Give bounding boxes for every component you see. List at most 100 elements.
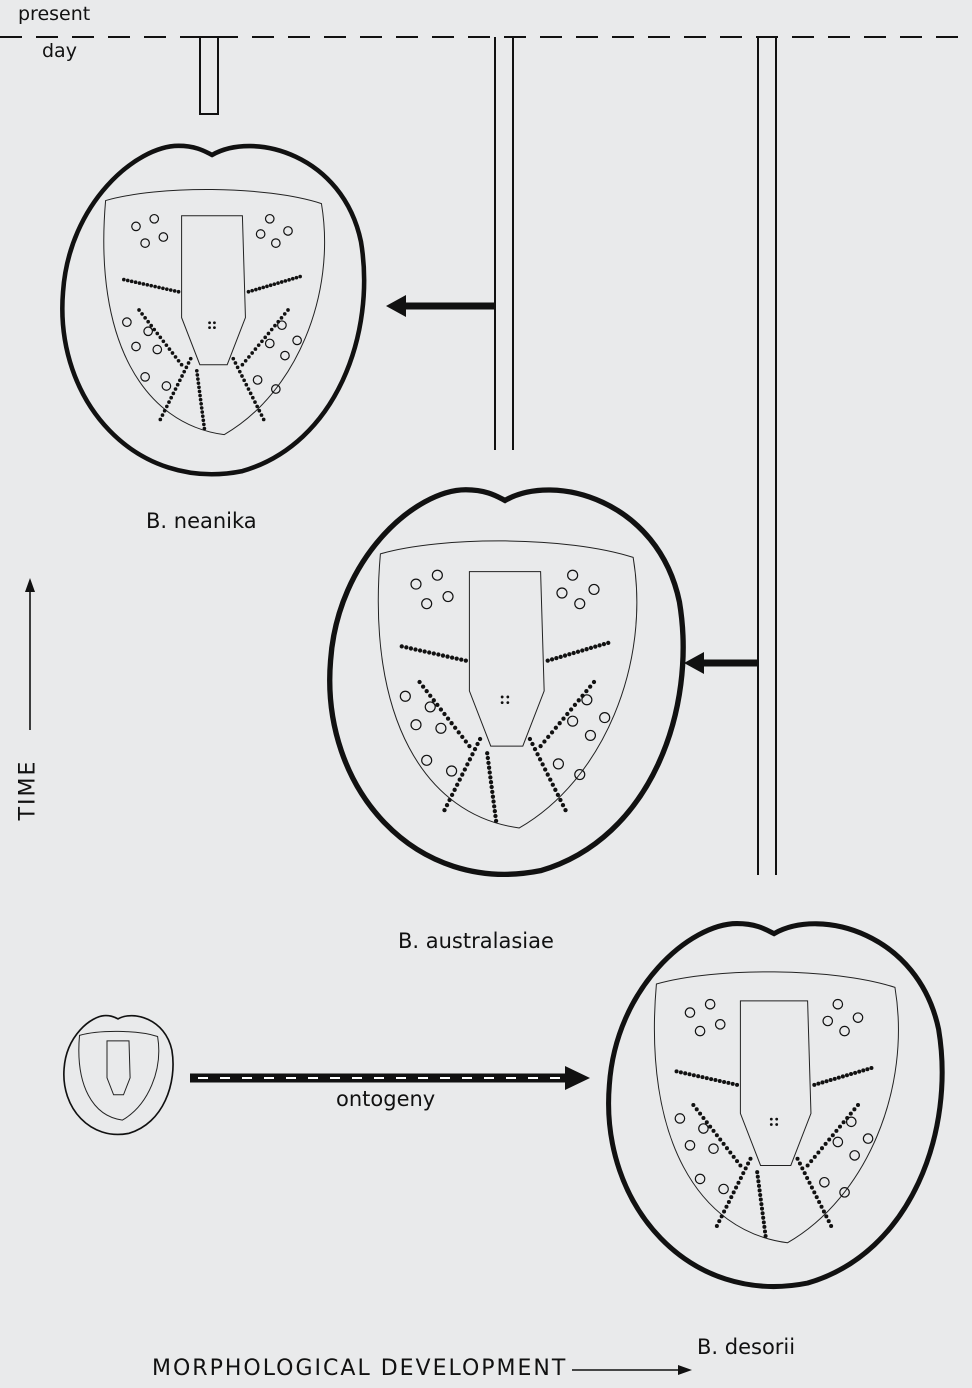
tubercle <box>695 1026 704 1035</box>
tubercle <box>699 1124 708 1133</box>
lineage-bar-australasiae <box>495 37 513 450</box>
pore-dot <box>748 1157 752 1161</box>
tubercle <box>162 382 171 391</box>
pore-dot <box>825 1079 829 1083</box>
present-day-label-bottom: day <box>42 41 77 61</box>
pore-dot <box>820 1146 824 1150</box>
tubercle <box>709 1144 718 1153</box>
pore-dot <box>177 359 181 363</box>
tubercle <box>833 1137 842 1146</box>
tubercle <box>685 1008 694 1017</box>
pore-dot <box>722 1210 726 1214</box>
pore-dot <box>445 803 449 807</box>
peristome-outline <box>469 572 544 746</box>
pore-dot <box>824 1214 828 1218</box>
pore-dot <box>554 726 558 730</box>
tubercle <box>123 318 132 327</box>
pore-dot <box>592 680 596 684</box>
pore-dot <box>158 418 162 422</box>
pore-dot <box>732 1155 736 1159</box>
pore-dot <box>741 1171 745 1175</box>
tubercle <box>141 373 150 382</box>
peristome-outline <box>107 1041 130 1095</box>
pore-dot <box>558 721 562 725</box>
pore-dot <box>122 278 126 282</box>
tubercle <box>589 584 599 594</box>
pore-dot <box>813 1155 817 1159</box>
pore-dot <box>272 282 276 286</box>
apical-dot <box>775 1118 778 1121</box>
derivation-arrow-australasiae <box>684 652 758 674</box>
ambitus-outline <box>654 972 898 1243</box>
pore-dot <box>263 336 267 340</box>
pore-dot <box>494 819 498 823</box>
pore-dot <box>546 735 550 739</box>
pore-dot <box>755 1170 759 1174</box>
pore-dot <box>572 651 576 655</box>
tubercle <box>256 230 265 239</box>
pore-dot <box>439 707 443 711</box>
pore-dot <box>485 751 489 755</box>
pore-dot <box>853 1071 857 1075</box>
tubercle <box>850 1151 859 1160</box>
pore-dot <box>824 1142 828 1146</box>
pore-dot <box>852 1107 856 1111</box>
pore-dot <box>260 413 264 417</box>
pore-dot <box>254 288 258 292</box>
pore-dot <box>837 1076 841 1080</box>
tubercle <box>422 755 432 765</box>
pore-dot <box>199 398 203 402</box>
tubercle <box>553 759 563 769</box>
pore-dot <box>488 775 492 779</box>
pore-dot <box>845 1073 849 1077</box>
pore-dot <box>247 387 251 391</box>
tubercle <box>425 702 435 712</box>
pore-dot <box>162 339 166 343</box>
pore-dot <box>865 1067 869 1071</box>
pore-dot <box>195 369 199 373</box>
derivation-arrow-neanika <box>386 295 495 317</box>
pore-dot <box>287 278 291 282</box>
pore-dot <box>450 655 454 659</box>
test-outline <box>62 146 364 474</box>
pore-dot <box>493 814 497 818</box>
pore-dot <box>731 1082 735 1086</box>
tubercle <box>823 1016 832 1025</box>
pore-dot <box>696 1074 700 1078</box>
pore-dot <box>569 707 573 711</box>
ambitus-outline <box>378 541 637 828</box>
pore-dot <box>134 280 138 284</box>
pore-dot <box>241 363 245 367</box>
tubercle <box>150 215 159 224</box>
pore-dot <box>713 1078 717 1082</box>
test-outline <box>64 1016 173 1135</box>
pore-dot <box>809 1159 813 1163</box>
pore-dot <box>165 287 169 291</box>
pore-dot <box>261 286 265 290</box>
pore-dot <box>284 279 288 283</box>
urchin-test-juvenile <box>64 1016 173 1135</box>
pore-dot <box>427 650 431 654</box>
pore-dot <box>812 1190 816 1194</box>
tubercle <box>272 239 281 248</box>
pore-dot <box>453 726 457 730</box>
pore-dot <box>798 1162 802 1166</box>
apical-dot <box>213 321 216 324</box>
pore-dot <box>542 739 546 743</box>
pore-dot <box>449 721 453 725</box>
ambitus-outline <box>79 1031 159 1120</box>
pore-dot <box>250 351 254 355</box>
pore-dot <box>732 1190 736 1194</box>
pore-dot <box>400 644 404 648</box>
pore-dot <box>423 649 427 653</box>
pore-dot <box>404 645 408 649</box>
apical-dot <box>775 1123 778 1126</box>
pore-dot <box>155 332 159 336</box>
pore-dot <box>169 396 173 400</box>
pore-dot <box>234 361 238 365</box>
pore-dot <box>816 1082 820 1086</box>
pore-dot <box>718 1138 722 1142</box>
peristome-outline <box>182 216 246 365</box>
pore-dot <box>231 357 235 361</box>
